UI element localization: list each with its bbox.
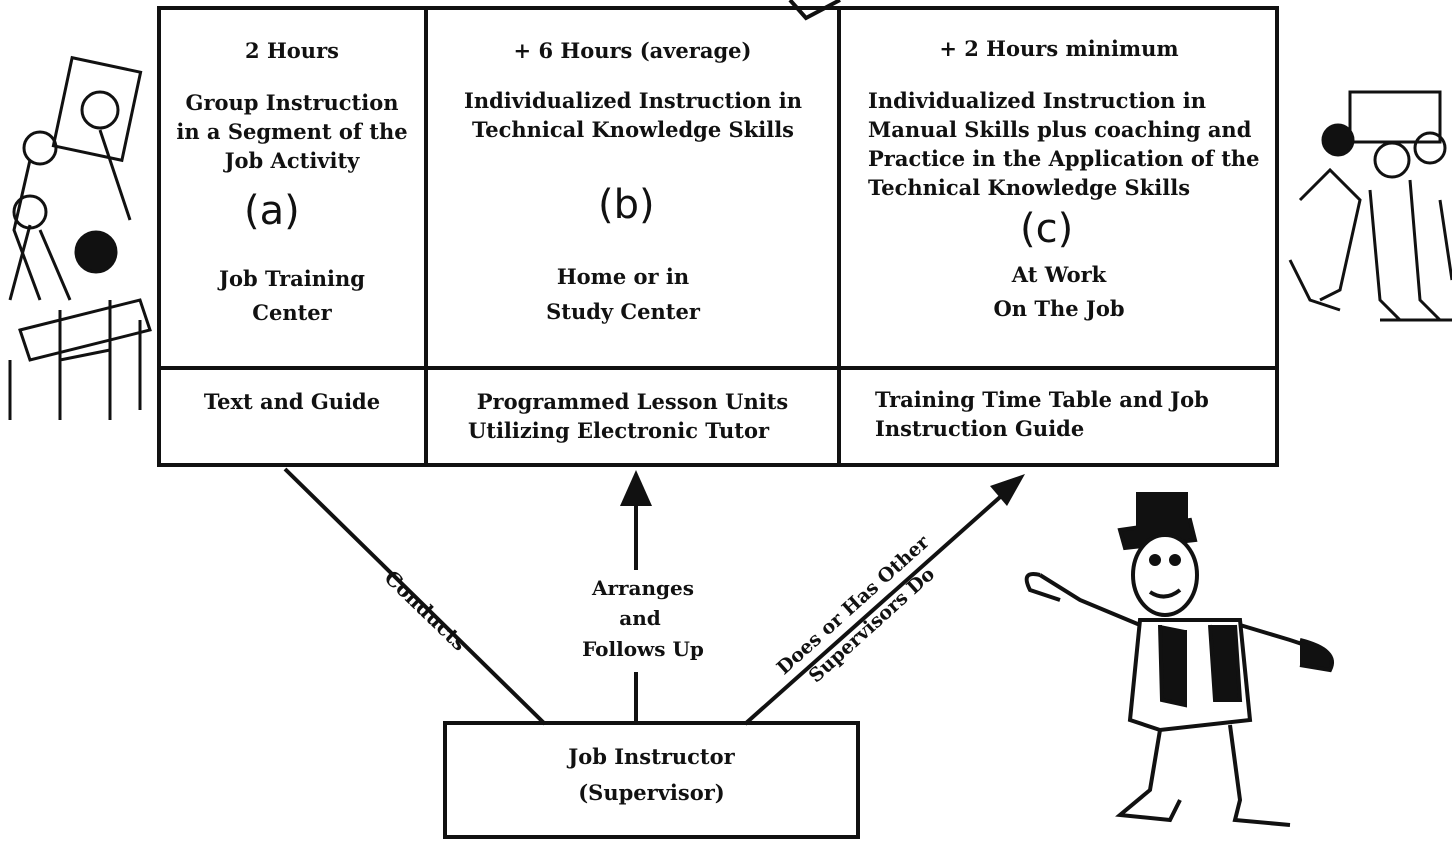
column-c-location-line1: At Work [1011,262,1107,287]
column-divider-1 [424,6,428,467]
follows-up-label: Follows Up [582,637,704,661]
follows-up-arrowhead [620,470,652,506]
column-c-material-line1: Training Time Table and Job [875,387,1209,412]
column-b-material-line2: Utilizing Electronic Tutor [467,418,770,443]
column-b-activity: Individualized Instruction in Technical … [464,88,802,142]
arranges-label: Arranges [591,576,695,600]
column-b-location-line1: Home or in [556,264,690,289]
column-c-letter: (c) [1020,206,1074,252]
does-line [743,488,1010,726]
group-instruction-illustration [8,55,152,420]
does-arrowhead [990,474,1025,506]
conducts-line [283,467,547,726]
column-b-letter: (b) [598,182,655,228]
column-a-location-line1: Job Training [219,266,365,291]
top-notch [788,0,841,21]
and-label: and [619,606,661,630]
instructor-title: Job Instructor [568,744,735,769]
column-a-material-line1: Text and Guide [203,389,381,414]
column-c-location-line2: On The Job [993,296,1125,321]
column-b-material-line1: Programmed Lesson Units [476,389,789,414]
column-c-material-line2: Instruction Guide [875,416,1085,441]
column-divider-2 [837,6,841,467]
column-c-activity: Individualized Instruction in Manual Ski… [868,88,1260,200]
top-rule [192,6,1279,10]
column-b-location-line2: Study Center [546,299,700,324]
column-a-location-line2: Center [252,300,332,325]
column-a-time: 2 Hours [245,38,339,63]
row-divider [157,366,1279,370]
column-c-time: + 2 Hours minimum [939,36,1179,61]
instructor-subtitle: (Supervisor) [578,780,725,805]
column-a-activity: Group Instruction in a Segment of the Jo… [176,90,408,173]
column-b-time: + 6 Hours (average) [513,38,752,63]
on-the-job-illustration [1288,90,1452,322]
column-a-letter: (a) [244,188,300,234]
supervisor-figure-illustration [1024,492,1334,827]
job-instructor-box [443,721,860,839]
